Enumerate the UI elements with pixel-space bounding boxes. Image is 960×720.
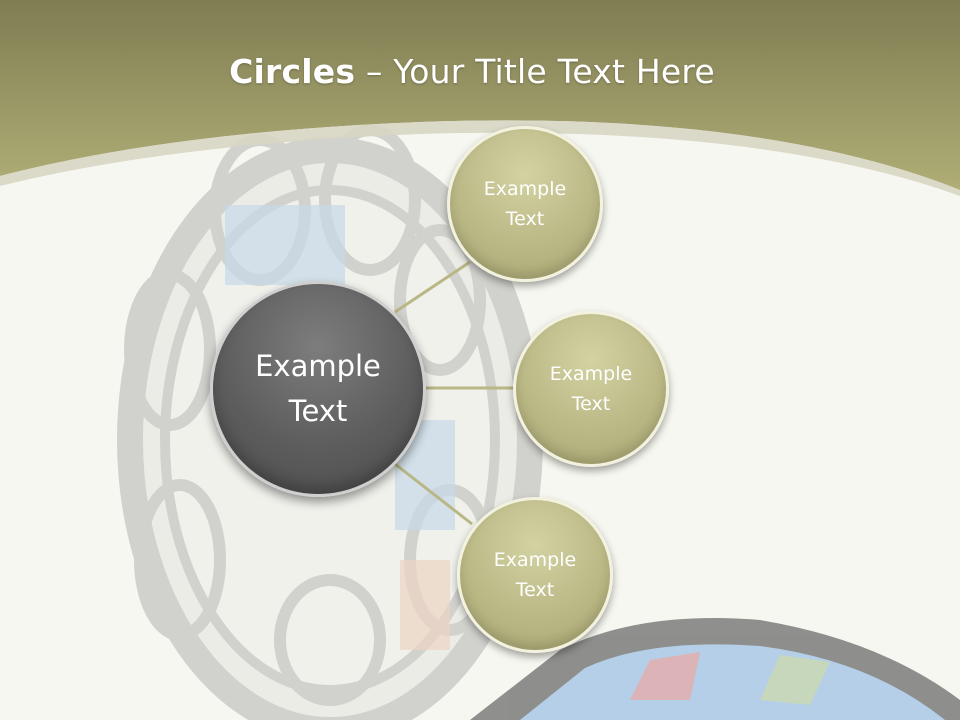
satellite-circle-label: Example Text (493, 549, 577, 601)
satellite-circle-label: Example Text (549, 363, 633, 415)
connector-line (394, 260, 471, 314)
header-band (0, 0, 960, 190)
satellite-circle-top: Example Text (447, 126, 603, 282)
film-strip-illustration (470, 618, 960, 720)
header-highlight (0, 120, 960, 196)
satellite-circle-middle: Example Text (513, 311, 669, 467)
connectors (394, 260, 516, 526)
center-circle-label: Example Text (255, 349, 381, 428)
slide-title: Circles – Your Title Text Here (0, 52, 944, 91)
title-rest: – Your Title Text Here (355, 52, 715, 91)
satellite-circle-label: Example Text (483, 178, 567, 230)
satellite-circle-bottom: Example Text (457, 497, 613, 653)
connector-line (394, 462, 473, 526)
title-bold: Circles (229, 52, 356, 91)
center-circle: Example Text (210, 281, 426, 497)
